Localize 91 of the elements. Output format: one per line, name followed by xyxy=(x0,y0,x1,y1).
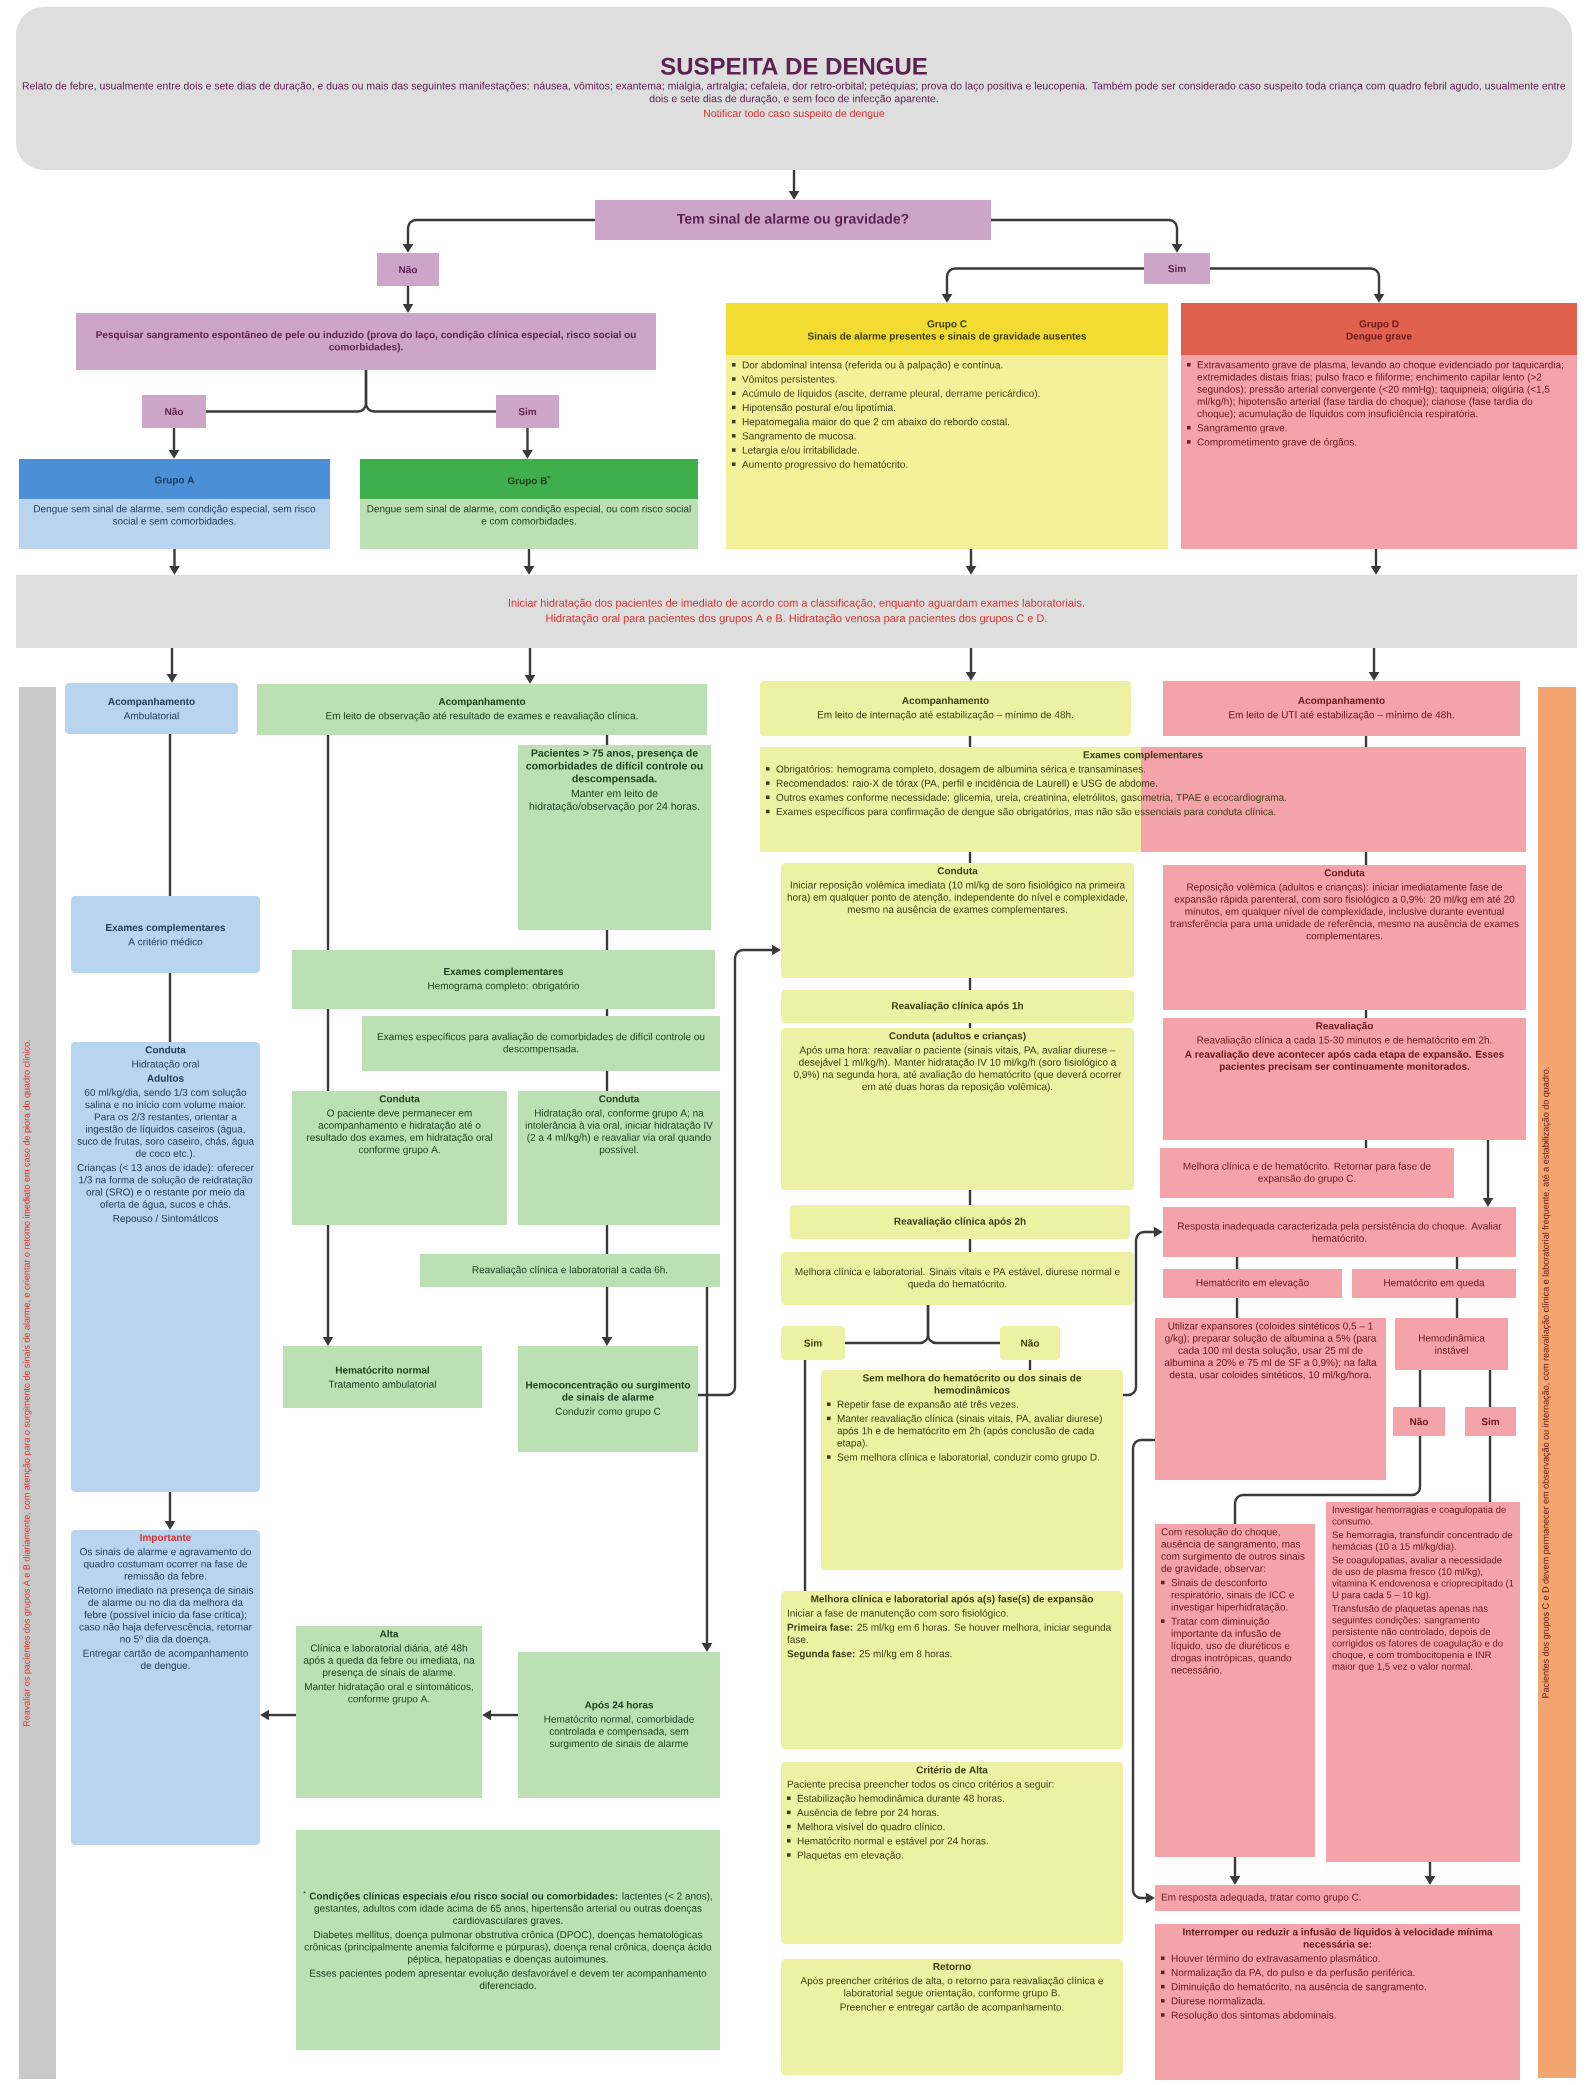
process-box: Reavaliação Reavaliação clínica a cada 15-30 minutos e de hematócrito em 2h. A reavaliação deve acontecer após cada etapa de expansão. Esses pacientes precisam ser continuamente monitorados. xyxy=(1163,1018,1526,1140)
connector-line xyxy=(803,1360,807,1591)
process-box: Melhora clínica e laboratorial. Sinais vitais e PA estável, diurese normal e queda do hematócrito. xyxy=(781,1252,1134,1305)
connector-line xyxy=(1364,852,1368,865)
connector-line xyxy=(1455,1298,1459,1318)
group-card: Grupo C Sinais de alarme presentes e sinais de gravidade ausentes Dor abdominal intensa (referida ou à palpação) e contínua. Vômitos persistentes. Acúmulo de líquidos (ascite, derrame pleural, derrame pericárdico). Hipotensão postural e/ou lipotímia. Hepatomegalia maior do que 2 cm abaixo do rebordo costal. Sangramento de mucosa. Letargia e/ou irritabilidade. Aumento progressivo do hematócrito. xyxy=(726,303,1168,549)
process-box: Conduta Hidratação oral Adultos 60 ml/kg/dia, sendo 1/3 com solução salina e no início com volume maior. Para os 2/3 restantes, orientar a ingestão de líquidos caseiros (água, suco de frutas, soro caseiro, chás, água de coco etc.). Crianças (< 13 anos de idade): oferecer 1/3 na forma de solução de reidratação oral (SRO) e o restante por meio da oferta de água, sucos e chás. Repouso / Sintomáticos xyxy=(71,1042,260,1492)
process-box: Conduta Iniciar reposição volêmica imediata (10 ml/kg de soro fisiológico na primeira hora) em qualquer ponto de atenção, independente do nível e complexidade, mesmo na ausência de exames complementares. xyxy=(781,863,1134,978)
process-box: Reavaliação clínica após 1h xyxy=(781,990,1134,1023)
process-box: Exames complementares A critério médico xyxy=(71,896,260,973)
answer-box: Não xyxy=(377,253,439,286)
process-box: Hematócrito em elevação xyxy=(1163,1269,1342,1298)
answer-box: Sim xyxy=(1465,1407,1516,1436)
process-box: Hemoconcentração ou surgimento de sinais de alarme Conduzir como grupo C xyxy=(518,1346,698,1452)
process-box: Acompanhamento Em leito de observação até resultado de exames e reavaliação clínica. xyxy=(257,684,707,735)
process-box: Resposta inadequada caracterizada pela persistência do choque. Avaliar hematócrito. xyxy=(1163,1207,1516,1257)
answer-box: Sim xyxy=(496,395,559,428)
group-card: Grupo D Dengue grave Extravasamento grave de plasma, levando ao choque evidenciado por taquicardia; extremidades distais frias; pulso fraco e filiforme; enchimento capilar lento (>2 segundos); pressão arterial convergente (<20 mmHg); taquipneia; oligúria (<1,5 ml/kg/h); hipotensão arterial (fase tardia do choque); cianose (fase tardia do choque); acumulação de líquidos com insuficiência respiratória. Sangramento grave. Comprometimento grave de órgãos. xyxy=(1181,303,1577,549)
connector-line xyxy=(1488,1436,1492,1502)
connector-line xyxy=(326,735,330,950)
side-band: Reavaliar os pacientes dos grupos A e B diariamente, com atenção para o surgimento de sinais de alarme, e orientar o retorno imediato em caso de piora do quadro clínico. xyxy=(19,687,56,2079)
connector-line xyxy=(1235,1257,1239,1269)
process-box: Em resposta adequada, tratar como grupo C. xyxy=(1155,1885,1520,1912)
node-label: Recomendados: raio-X de tórax (PA, perfil e incidência de Laurell) e USG de abdome. xyxy=(776,779,1158,789)
process-box: Conduta Hidratação oral, conforme grupo A; na intolerância à via oral, iniciar hidratação IV (2 a 4 ml/kg/h) e reavaliar via oral quando possível. xyxy=(518,1091,720,1225)
connector-line xyxy=(605,735,609,745)
connector-line xyxy=(168,734,172,896)
connector-line xyxy=(1364,1140,1368,1148)
question-box: Tem sinal de alarme ou gravidade? xyxy=(595,200,991,240)
process-box: Conduta O paciente deve permanecer em acompanhamento e hidratação até o resultado dos exames, em hidratação oral conforme grupo A. xyxy=(292,1091,507,1225)
answer-box: Não xyxy=(1393,1407,1445,1436)
info-band: Iniciar hidratação dos pacientes de imediato de acordo com a classificação, enquanto aguardam exames laboratoriais. Hidratação oral para pacientes dos grupos A e B. Hidratação venosa para pacientes dos grupos C e D. xyxy=(16,575,1577,648)
process-box: Investigar hemorragias e coagulopatia de consumo. Se hemorragia, transfundir concentrado de hemácias (10 a 15 ml/kg/dia). Se coagulopatias, avaliar a necessidade de uso de plasma fresco (10 ml/kg), vitamina K endovenosa e crioprecipitado (1 U para cada 5 – 10 kg). Transfusão de plaquetas apenas nas seguintes condições: sangramento persistente não controlado, depois de corrigidos os fatores de coagulação e do choque, e com trombocitopenia e INR maior que 1,5 vez o valor normal. xyxy=(1326,1502,1520,1862)
process-box: Hemodinâmica instável xyxy=(1395,1318,1508,1370)
connector-line xyxy=(968,852,972,863)
connector-line xyxy=(968,1190,972,1205)
connector-line xyxy=(1028,1360,1032,1370)
process-box: Interromper ou reduzir a infusão de líquidos à velocidade mínima necessária se: Houver término do extravasamento plasmático. Normalização da PA, do pulso e da perfusão periférica. Diminuição do hematócrito, na ausência de sangramento. Diurese normalizada. Resolução dos sintomas abdominais. xyxy=(1155,1924,1520,2081)
process-box: Critério de Alta Paciente precisa preencher todos os cinco critérios a seguir: Estabilização hemodinâmica durante 48 horas. Ausência de febre por 24 horas. Melhora visível do quadro clínico. Hematócrito normal e estável por 24 horas. Plaquetas em elevação. xyxy=(781,1762,1123,1944)
process-box: Reavaliação clínica e laboratorial a cada 6h. xyxy=(420,1254,720,1287)
answer-box: Sim xyxy=(1144,253,1210,284)
connector-line xyxy=(968,1239,972,1252)
process-box: Conduta Reposição volêmica (adultos e crianças): iniciar imediatamente fase de expansão rápida parenteral, com soro fisiológico a 0,9%: 20 ml/kg em até 20 minutos, em qualquer nível de complexidade, inclusive durante eventual transferência para uma unidade de referência, mesmo na ausência de exames complementares. xyxy=(1163,865,1526,1010)
process-box: Após 24 horas Hematócrito normal, comorbidade controlada e compensada, sem surgimento de sinais de alarme xyxy=(518,1652,720,1798)
process-box: Hematócrito em queda xyxy=(1352,1269,1516,1298)
process-box: Sem melhora do hematócrito ou dos sinais de hemodinâmicos Repetir fase de expansão até três vezes. Manter reavaliação clínica (sinais vitais, PA, avaliar diurese) após 1h e de hematócrito em 2h (após conclusão de cada etapa). Sem melhora clínica e laboratorial, conduzir como grupo D. xyxy=(821,1370,1123,1570)
connector-line xyxy=(364,370,496,413)
process-box: Conduta (adultos e crianças) Após uma hora: reavaliar o paciente (sinais vitais, PA, avaliar diurese – desejável 1 ml/kg/h). Manter hidratação IV 10 ml/kg/h (soro fisiológico a 0,9%) na segunda hora, até avaliação do hematócrito (que deverá ocorrer em até duas horas da reposição volêmica). xyxy=(781,1028,1134,1190)
process-box: Pacientes > 75 anos, presença de comorbidades de difícil controle ou descompensada. Manter em leito de hidratação/observação por 24 horas. xyxy=(518,745,711,930)
header-panel: SUSPEITA DE DENGUE Relato de febre, usualmente entre dois e sete dias de duração, e duas ou mais das seguintes manifestações: náusea, vômitos; exantema; mialgia, artralgia; cefaleia, dor retro-orbital; petéquias; prova do laço positiva e leucopenia. Também pode ser considerado caso suspeito toda criança com quadro febril agudo, usualmente entre dois e sete dias de duração, e sem foco de infecção aparente. Notificar todo caso suspeito de dengue xyxy=(16,7,1572,170)
connector-line xyxy=(1233,1436,1422,1524)
connector-line xyxy=(968,1023,972,1028)
connector-line xyxy=(605,1009,609,1016)
connector-line xyxy=(968,736,972,747)
process-box: Pesquisar sangramento espontâneo de pele ou induzido (prova do laço, condição clínica especial, risco social ou comorbidades). xyxy=(76,313,656,370)
process-box: Com resolução do choque, ausência de sangramento, mas com surgimento de outros sinais de gravidade, observar: Sinais de desconforto respiratório, sinais de ICC e investigar hiperhidratação. Tratar com diminuição importante da infusão de líquido, uso de diuréticos e drogas inotrópicas, quando necessário. xyxy=(1155,1524,1315,1857)
process-box: Acompanhamento Ambulatorial xyxy=(65,683,238,734)
connector-line xyxy=(968,978,972,990)
process-box: Melhora clínica e laboratorial após a(s) fase(s) de expansão Iniciar a fase de manutenção com soro fisiológico. Primeira fase: 25 ml/kg em 6 horas. Se houver melhora, iniciar segunda fase. Segunda fase: 25 ml/kg em 8 horas. xyxy=(781,1591,1123,1749)
connector-line xyxy=(1488,1370,1492,1407)
connector-line xyxy=(1235,1298,1239,1318)
process-box: Reavaliação clínica após 2h xyxy=(790,1205,1130,1239)
connector-line xyxy=(605,930,609,950)
answer-box: Não xyxy=(142,395,206,428)
connector-line xyxy=(1455,1257,1459,1269)
process-box: Retorno Após preencher critérios de alta, o retorno para reavaliação clínica e laboratorial segue orientação, conforme grupo B. Preencher e entregar cartão de acompanhamento. xyxy=(781,1959,1123,2075)
process-box: Exames complementares Obrigatórios: hemograma completo, dosagem de albumina sérica e transaminases. Recomendados: raio-X de tórax (PA, perfil e incidência de Laurell) e USG de abdome. Outros exames conforme necessidade: glicemia, ureia, creatinina, eletrólitos, gasometria, TPAE e ecocardiograma. Exames específicos para confirmação de dengue são obrigatórios, mas não são essenciais para conduta clínica. xyxy=(760,747,1526,852)
connector-line xyxy=(1364,736,1368,747)
node-label: Obrigatórios: hemograma completo, dosagem de albumina sérica e transaminases. xyxy=(776,765,1146,775)
process-box: Exames específicos para avaliação de comorbidades de difícil controle ou descompensada. xyxy=(362,1016,720,1071)
connector-line xyxy=(1418,1370,1422,1407)
process-box: Acompanhamento Em leito de UTI até estabilização – mínimo de 48h. xyxy=(1163,681,1520,736)
connector-line xyxy=(605,1071,609,1091)
process-box: Alta Clínica e laboratorial diária, até 48h após a queda da febre ou imediata, na presença de sinais de alarme. Manter hidratação oral e sintomáticos, conforme grupo A. xyxy=(296,1626,482,1798)
footnote-box: $^{*}$ Condições clínicas especiais e/ou risco social ou comorbidades: lactentes (< 2 anos), gestantes, adultos com idade acima de 65 anos, hipertensão arterial ou outras doenças cardiovasculares graves. Diabetes mellitus, doença pulmonar obstrutiva crônica (DPOC), doenças hematológicas crônicas (principalmente anemia falciforme e púrpuras), doença renal crônica, doença ácido péptica, hepatopatias e doenças autoimunes. Esses pacientes podem apresentar evolução desfavorável e devem ter acompanhamento diferenciado. xyxy=(296,1830,720,2050)
process-box: Acompanhamento Em leito de internação até estabilização – mínimo de 48h. xyxy=(760,681,1131,736)
connector-line xyxy=(926,1305,1000,1345)
process-box: Exames complementares Hemograma completo: obrigatório xyxy=(292,950,715,1009)
answer-box: Sim xyxy=(781,1326,845,1360)
connector-line xyxy=(326,1009,330,1091)
connector-line xyxy=(605,1225,609,1254)
process-box: Hematócrito normal Tratamento ambulatorial xyxy=(283,1346,482,1408)
process-box: Utilizar expansores (coloides sintéticos 0,5 – 1 g/kg); preparar solução de albumina a 5% (para cada 100 ml desta solução, usar 25 ml de albumina a 20% e 75 ml de SF a 0,9%); na falta desta, usar coloides sintéticos, 10 ml/kg/hora. xyxy=(1155,1318,1386,1480)
group-card: Grupo A Dengue sem sinal de alarme, sem condição especial, sem risco social e sem comorbidades. xyxy=(19,459,330,549)
connector-line xyxy=(1364,1010,1368,1018)
process-box: Importante Os sinais de alarme e agravamento do quadro costumam ocorrer na fase de remissão da febre. Retorno imediato na presença de sinais de alarme ou no dia da melhora da febre (possível início da fase crítica); caso não haja defervescência, retornar no 5º dia da doença. Entregar cartão de acompanhamento de dengue. xyxy=(71,1530,260,1845)
answer-box: Não xyxy=(1000,1326,1060,1360)
side-band: Pacientes dos grupos C e D devem permanecer em observação ou internação, com reavaliação clínica e laboratorial frequente, até a estabilização do quadro. xyxy=(1538,687,1576,2078)
process-box: Melhora clínica e de hematócrito. Retornar para fase de expansão do grupo C. xyxy=(1160,1148,1454,1198)
group-card: Grupo B$^{*}$ Dengue sem sinal de alarme, com condição especial, ou com risco social e com comorbidades. xyxy=(360,459,698,549)
connector-line xyxy=(168,973,172,1042)
